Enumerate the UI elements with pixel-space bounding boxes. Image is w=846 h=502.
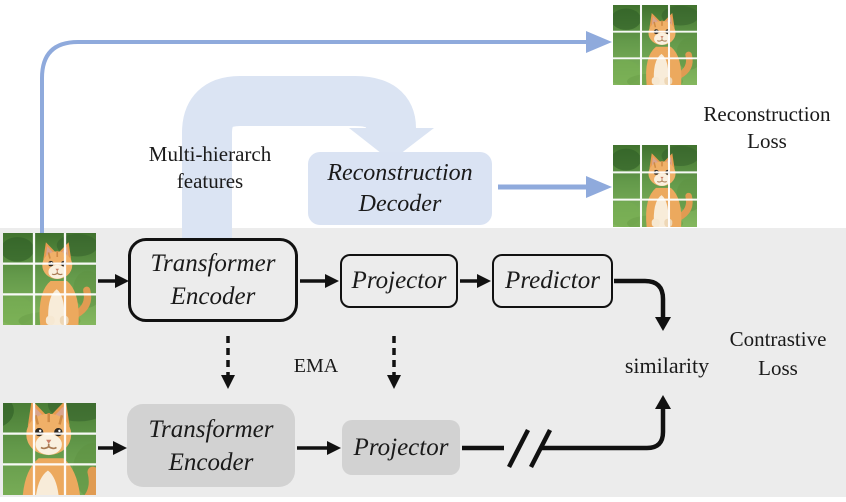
online-branch-arrows: [98, 274, 671, 331]
target-projector-box: Projector: [342, 420, 460, 475]
original-image-arrow: [40, 31, 612, 233]
decoder-output-arrow: [498, 176, 612, 198]
target-transformer-encoder-box: Transformer Encoder: [127, 404, 295, 487]
online-transformer-encoder-box: Transformer Encoder: [128, 238, 298, 322]
input-image-cat: [3, 233, 96, 325]
similarity-label: similarity: [624, 353, 710, 378]
online-projector-box: Projector: [340, 254, 458, 308]
multi-hierarch-features-label: Multi-hierarch features: [148, 142, 272, 194]
reconstructed-image-cat: [613, 145, 697, 227]
ema-arrows: [221, 336, 401, 389]
reconstruction-loss-label: Reconstruction Loss: [703, 102, 831, 154]
contrastive-loss-label: Contrastive Loss: [729, 327, 827, 380]
stop-gradient-icon: [506, 428, 553, 469]
reconstruction-decoder-box: Reconstruction Decoder: [308, 152, 492, 225]
multi-hierarch-feature-arrow: [182, 76, 434, 240]
target-image-cat-crop: [0, 386, 116, 502]
original-target-image-cat: [613, 5, 697, 85]
predictor-box: Predictor: [492, 254, 613, 308]
target-branch-arrows: [98, 395, 671, 455]
ema-label: EMA: [293, 355, 339, 377]
